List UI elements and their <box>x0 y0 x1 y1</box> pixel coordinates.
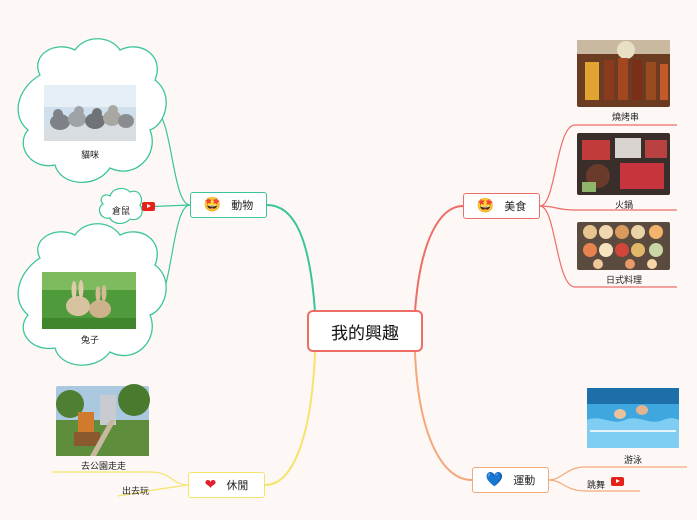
connector-sports <box>414 351 473 481</box>
branch-leisure-label: 休閒 <box>226 479 249 492</box>
topic-japanese[interactable]: 日式料理 <box>606 276 643 286</box>
cloud-hamster <box>98 187 143 224</box>
japanese-food-photo <box>577 222 670 270</box>
branch-animals-label: 動物 <box>231 199 254 212</box>
topic-hamster[interactable]: 倉鼠 <box>112 207 131 217</box>
connector-leisure-park <box>52 471 189 486</box>
branch-food[interactable]: 🤩 美食 <box>463 193 540 219</box>
hotpot-photo <box>577 133 670 195</box>
cat-photo <box>44 85 136 141</box>
topic-go-out[interactable]: 出去玩 <box>122 487 150 497</box>
park-photo <box>56 384 150 456</box>
blue-heart-icon: 💙 <box>485 472 504 488</box>
topic-dance[interactable]: 跳舞 <box>587 481 606 491</box>
branch-sports-label: 運動 <box>513 474 536 487</box>
branch-sports[interactable]: 💙 運動 <box>472 467 549 493</box>
topic-rabbit[interactable]: 兔子 <box>81 336 100 346</box>
topic-bbq[interactable]: 燒烤串 <box>612 113 640 123</box>
central-topic-title: 我的興趣 <box>331 323 399 344</box>
topic-park[interactable]: 去公園走走 <box>81 462 127 472</box>
youtube-icon[interactable] <box>142 202 155 211</box>
connector-leisure <box>264 351 316 486</box>
branch-animals[interactable]: 🤩 動物 <box>190 192 267 218</box>
star-eyes-emoji-icon: 🤩 <box>203 197 222 213</box>
connector-animals-cat <box>154 111 191 206</box>
connector-animals <box>266 204 316 313</box>
branch-leisure[interactable]: ❤ 休閒 <box>188 472 265 498</box>
topic-swimming[interactable]: 游泳 <box>624 456 643 466</box>
connector-food-japanese <box>539 205 677 288</box>
connector-food-hotpot <box>539 205 677 211</box>
topic-hotpot[interactable]: 火鍋 <box>615 201 634 211</box>
connector-food <box>414 205 464 313</box>
swimming-photo <box>587 388 679 448</box>
bbq-photo <box>577 40 670 107</box>
youtube-icon[interactable] <box>611 477 624 486</box>
connector-food-bbq <box>539 124 677 207</box>
red-heart-icon: ❤ <box>204 477 217 493</box>
topic-cat[interactable]: 貓咪 <box>81 151 100 161</box>
connector-sports-dance <box>548 479 640 492</box>
branch-food-label: 美食 <box>504 200 527 213</box>
connector-sports-swim <box>548 466 687 481</box>
rabbit-photo <box>42 272 136 329</box>
central-topic[interactable]: 我的興趣 <box>307 310 423 352</box>
connector-leisure-out <box>117 484 189 497</box>
star-eyes-emoji-icon: 🤩 <box>476 198 495 214</box>
